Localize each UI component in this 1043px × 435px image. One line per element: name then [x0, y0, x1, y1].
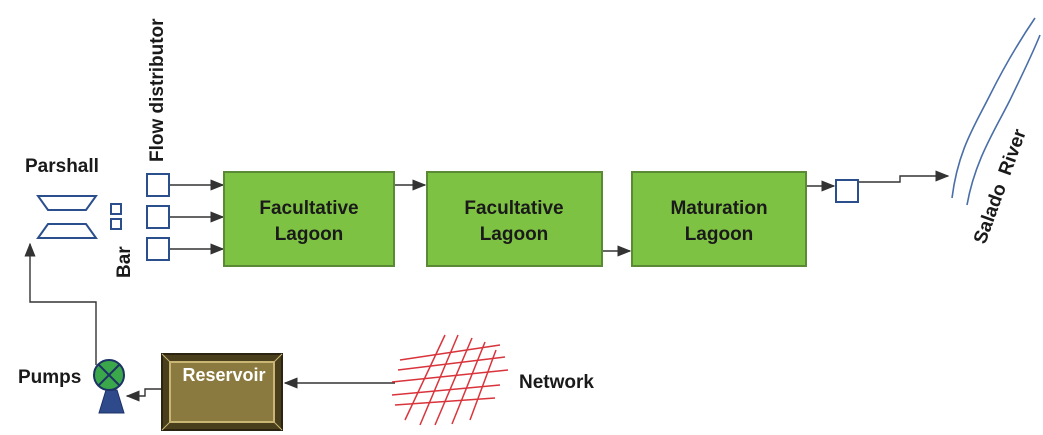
salado-river-label: Salado River	[970, 126, 1031, 247]
network-grid-icon	[391, 334, 509, 426]
lagoon-2-line1: Facultative	[464, 198, 563, 219]
river-banks	[951, 17, 1041, 206]
reservoir-label: Reservoir	[182, 365, 265, 385]
bar-label: Bar	[114, 246, 135, 278]
pumps-label: Pumps	[18, 367, 81, 388]
lagoon-2-line2: Lagoon	[480, 224, 549, 245]
facultative-lagoon-2: Facultative Lagoon	[426, 171, 603, 267]
pump-icon	[93, 359, 125, 414]
lagoon-3-line2: Lagoon	[685, 224, 754, 245]
bar-screen	[110, 203, 122, 230]
parshall-label: Parshall	[25, 156, 99, 177]
lagoon-1-line1: Facultative	[259, 198, 358, 219]
arrow-outlet-to-river	[859, 170, 950, 183]
lagoon-1-line2: Lagoon	[275, 224, 344, 245]
lagoon-3-line1: Maturation	[670, 198, 767, 219]
parshall-flume	[36, 195, 98, 239]
network-label: Network	[519, 372, 594, 393]
flow-distributor-label: Flow distributor	[147, 18, 168, 162]
distributor-arrows	[170, 179, 225, 255]
maturation-lagoon: Maturation Lagoon	[631, 171, 807, 267]
reservoir-to-pump-line	[125, 388, 162, 402]
pump-to-parshall-line	[24, 242, 97, 365]
facultative-lagoon-1: Facultative Lagoon	[223, 171, 395, 267]
reservoir: Reservoir	[161, 353, 283, 431]
outlet-box	[835, 179, 859, 203]
flow-distributor-boxes	[146, 173, 170, 261]
